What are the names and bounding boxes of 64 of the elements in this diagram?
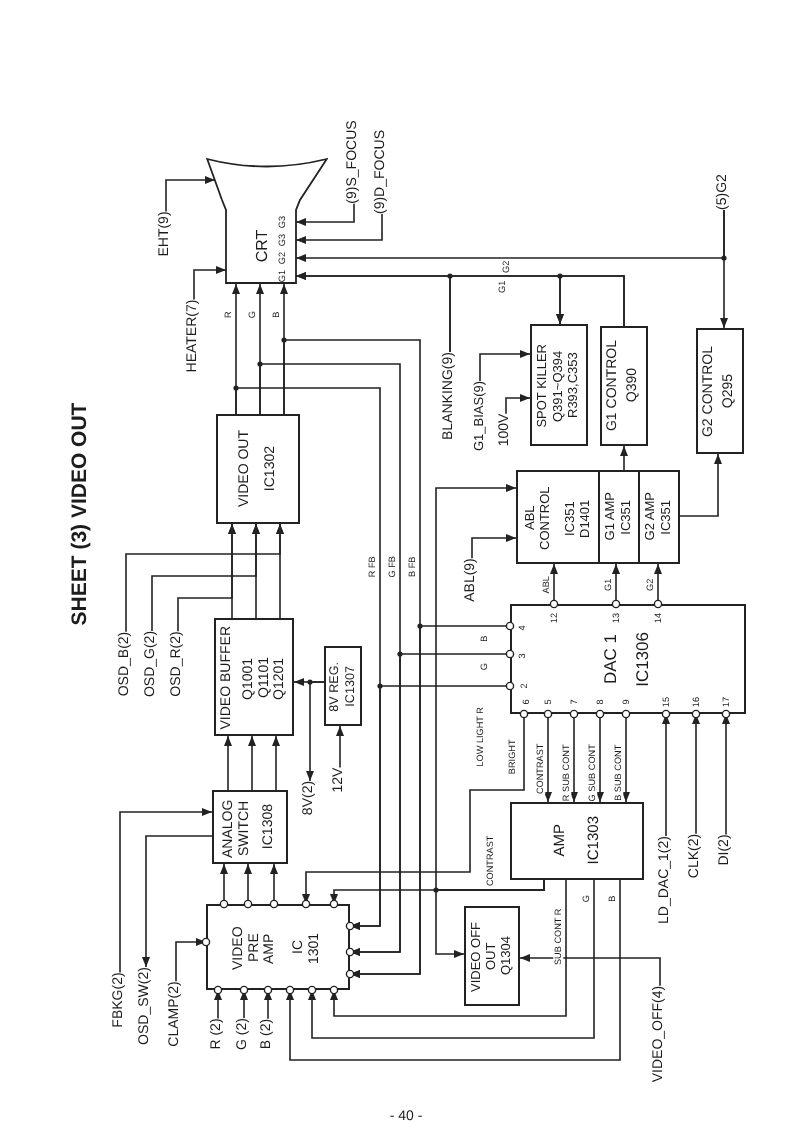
- signal-arrow: [264, 989, 272, 1020]
- signal-arrow: [220, 863, 228, 905]
- circuit-block: [216, 414, 300, 524]
- signal-arrow: [449, 275, 564, 353]
- signal-arrow: [151, 523, 260, 632]
- signal-arrow: [654, 563, 662, 605]
- signal-arrow: [544, 713, 552, 803]
- circuit-block: [212, 790, 288, 864]
- tube-label: CRT: [251, 229, 271, 263]
- signal-arrow: [479, 350, 531, 382]
- circuit-block: [530, 324, 588, 446]
- block-name: DAC 1: [602, 633, 622, 685]
- signal-arrow: [240, 989, 248, 1019]
- circuit-block: [214, 618, 294, 736]
- signal-arrow: [306, 681, 325, 782]
- signal-arrow: [224, 735, 232, 791]
- circuit-block: [598, 470, 640, 564]
- signal-arrow: [471, 534, 517, 559]
- signal-arrow: [620, 445, 628, 471]
- signal-arrow: [248, 735, 256, 791]
- signal-arrow: [570, 713, 578, 803]
- signal-arrow: [308, 879, 595, 1039]
- circuit-block: [516, 470, 600, 564]
- signal-arrow: [722, 713, 730, 836]
- diagram-title: SHEET (3) VIDEO OUT: [67, 402, 93, 626]
- signal-arrow: [692, 713, 700, 835]
- signal-arrow: [286, 879, 621, 1061]
- signal-arrow: [612, 563, 620, 605]
- circuit-block: [510, 802, 644, 880]
- signal-arrow: [519, 954, 661, 987]
- signal-arrow: [193, 266, 227, 301]
- signal-arrow: [142, 835, 213, 968]
- part-number: IC1306: [634, 631, 654, 687]
- crt-tube: [206, 156, 328, 284]
- signal-arrow: [435, 484, 545, 891]
- signal-arrow: [119, 808, 213, 974]
- signal-arrow: [165, 176, 216, 213]
- signal-arrow: [349, 685, 511, 930]
- signal-arrow: [214, 989, 222, 1020]
- circuit-block: [696, 328, 744, 454]
- signal-arrow: [336, 725, 344, 769]
- signal-arrow: [177, 523, 236, 633]
- circuit-block: [638, 470, 680, 564]
- signal-arrow: [679, 453, 722, 517]
- signal-arrow: [270, 863, 278, 905]
- signal-arrow: [720, 209, 728, 329]
- signal-arrow: [175, 938, 207, 983]
- signal-arrow: [125, 523, 284, 633]
- signal-arrow: [272, 735, 280, 791]
- signal-arrow: [662, 713, 670, 837]
- signal-arrow: [295, 213, 383, 244]
- circuit-block: [510, 604, 746, 714]
- circuit-block: [600, 326, 648, 446]
- circuit-block: [206, 904, 350, 990]
- signal-arrow: [505, 394, 531, 415]
- signal-arrow: [550, 563, 558, 605]
- signal-arrow: [295, 202, 355, 226]
- signal-arrow: [302, 713, 525, 905]
- signal-arrow: [244, 863, 252, 905]
- signal-arrow: [330, 879, 567, 1017]
- signal-arrow: [596, 713, 604, 803]
- circuit-block: [324, 646, 362, 726]
- circuit-block: [464, 906, 520, 1006]
- signal-arrow: [622, 713, 630, 803]
